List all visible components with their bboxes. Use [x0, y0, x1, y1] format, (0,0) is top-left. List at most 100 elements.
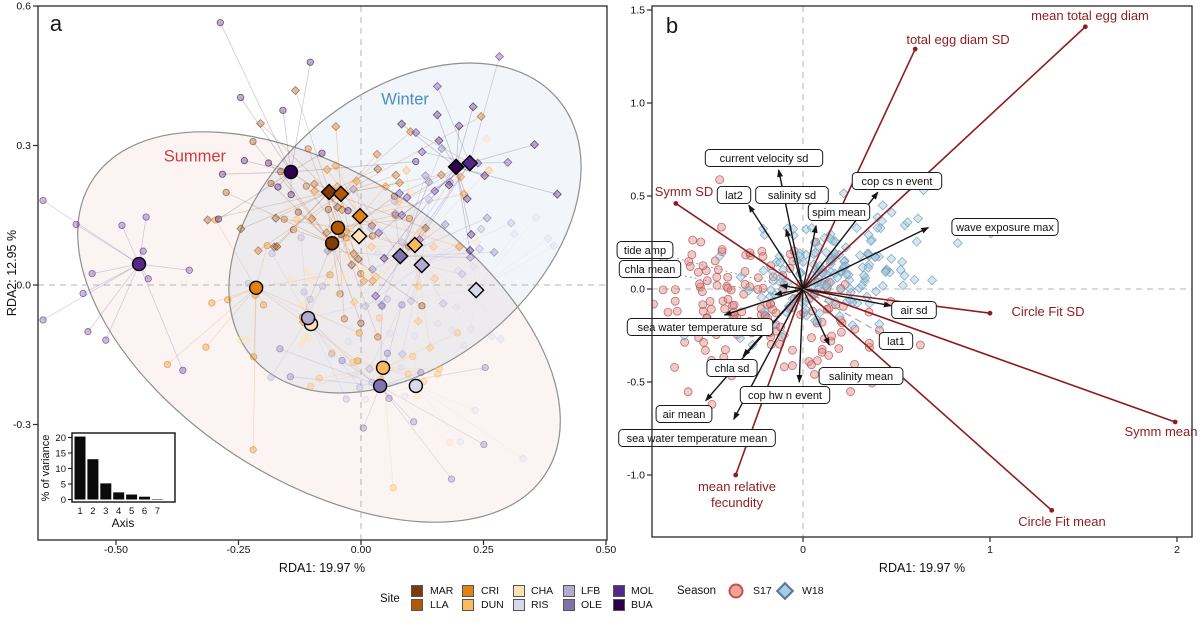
w18-sample-point [309, 179, 319, 189]
s17-point [715, 175, 725, 185]
spider-line [240, 191, 330, 230]
spider-line [421, 228, 482, 266]
spider-line [270, 317, 309, 378]
env-label: salinity sd [768, 190, 816, 202]
spider-line [310, 235, 360, 280]
w18-sample-point [291, 215, 302, 225]
spider-line [310, 323, 418, 397]
w18-sample-point [417, 147, 427, 157]
s17-sample-point [343, 253, 351, 261]
s17-point [836, 327, 846, 337]
s17-sample-point [243, 336, 251, 344]
w18-sample-point [432, 81, 442, 91]
s17-point [718, 296, 728, 306]
legend-site-swatch-DUN [462, 599, 474, 611]
s17-point [757, 246, 767, 256]
spider-line [455, 166, 472, 235]
w18-sample-point [416, 227, 426, 237]
legend-site-swatch-OLE [563, 599, 575, 611]
spider-line [362, 385, 381, 429]
w18-sample-point [495, 334, 506, 344]
s17-sample-point [218, 170, 227, 178]
s17-sample-point [412, 157, 420, 166]
inset-x-tick-label: 3 [103, 506, 108, 517]
w18-sample-point [361, 268, 371, 278]
s17-sample-point [224, 296, 232, 304]
w18-sample-point [440, 219, 450, 230]
s17-point [672, 306, 682, 316]
legend-season-label-W18: W18 [802, 585, 824, 597]
legend-site-swatch-BUA [613, 599, 625, 611]
spider-line [219, 22, 292, 173]
env-arrow [705, 288, 804, 402]
w18-sample-point [373, 164, 383, 174]
s17-sample-point [359, 424, 367, 432]
spider-line [211, 287, 257, 304]
env-label: lat1 [887, 336, 905, 348]
spider-line [295, 230, 312, 325]
spider-line [401, 264, 423, 355]
s17-point [680, 337, 690, 347]
spider-line [75, 224, 140, 265]
w18-sample-point [454, 121, 464, 131]
w18-sample-point [480, 171, 490, 181]
s17-sample-point [274, 183, 282, 191]
env-label: current velocity sd [720, 153, 809, 165]
spider-line [365, 385, 416, 400]
w18-point [852, 298, 863, 309]
s17-point [683, 387, 693, 397]
centroid-circle-MOL [131, 256, 147, 272]
s17-sample-point [324, 205, 333, 214]
s17-sample-point [287, 276, 295, 284]
legend-site-label-MAR: MAR [430, 585, 454, 597]
s17-point [717, 247, 727, 257]
s17-sample-point [328, 350, 336, 358]
s17-sample-point [185, 266, 193, 274]
s17-point [693, 267, 703, 277]
spider-line [394, 201, 423, 266]
w18-point [820, 280, 832, 291]
w18-sample-point [380, 181, 391, 192]
w18-sample-point [255, 118, 266, 129]
inset-y-tick-label: 5 [61, 480, 66, 491]
s17-sample-point [249, 137, 257, 146]
w18-point [809, 315, 821, 326]
w18-sample-point [405, 187, 416, 197]
trait-vector [802, 288, 1176, 423]
spider-line [475, 245, 555, 291]
s17-sample-point [249, 446, 257, 454]
spider-line [307, 298, 388, 319]
centroid-circle-LFB [300, 310, 316, 326]
spider-line [252, 141, 333, 244]
w18-sample-point [465, 245, 475, 255]
spider-line [342, 362, 417, 387]
w18-sample-point [484, 165, 494, 175]
spider-line [205, 287, 257, 348]
s17-sample-point [39, 196, 47, 205]
s17-sample-point [351, 371, 359, 379]
w18-point [899, 270, 910, 281]
s17-sample-point [446, 438, 454, 447]
env-label-box [878, 332, 914, 350]
w18-point [886, 207, 897, 218]
inset-bar [113, 492, 125, 500]
w18-point [765, 284, 776, 295]
spider-line [415, 385, 461, 442]
w18-sample-point [348, 184, 358, 194]
s17-sample-point [447, 475, 456, 483]
w18-point [794, 251, 805, 262]
centroid-diamond-LFB [413, 256, 431, 274]
env-label-box [716, 186, 752, 204]
s17-point [670, 296, 680, 306]
w18-sample-point [269, 242, 279, 252]
w18-point [817, 268, 828, 279]
s17-sample-point [481, 363, 489, 372]
s17-point [712, 272, 722, 282]
s17-sample-point [456, 438, 464, 446]
spider-line [414, 170, 490, 246]
w18-sample-point [482, 213, 492, 223]
w18-sample-point [468, 102, 478, 112]
spider-line [42, 263, 140, 321]
s17-sample-point [299, 301, 307, 309]
spider-line [399, 175, 426, 257]
